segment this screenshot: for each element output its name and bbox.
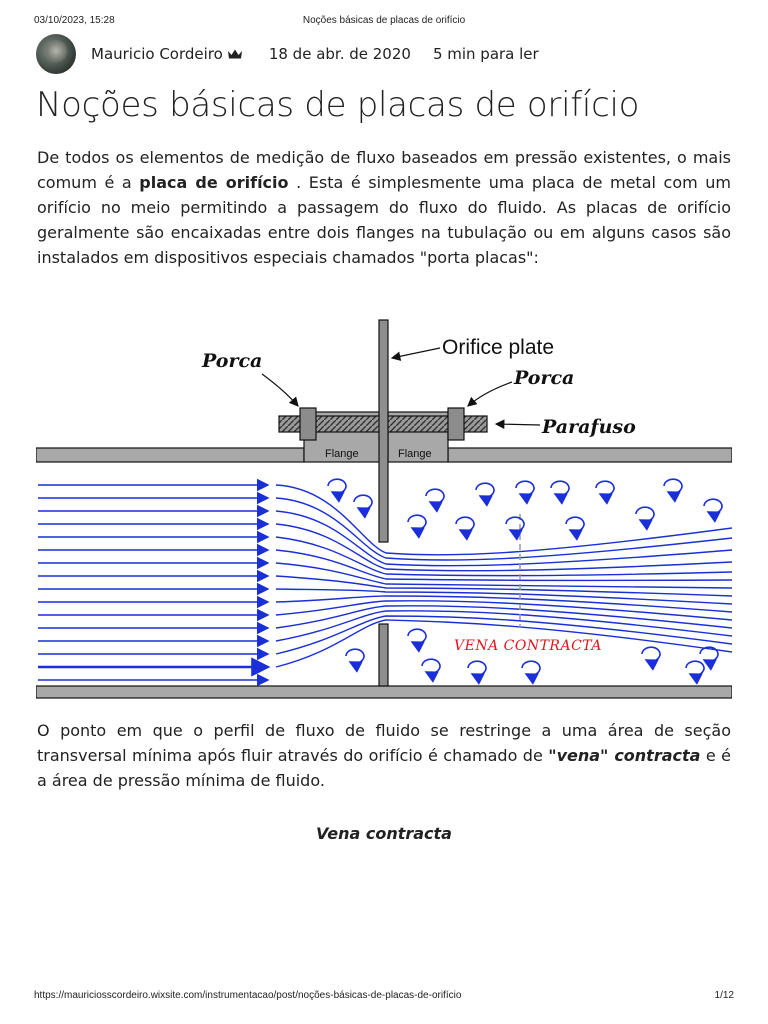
read-time: 5 min para ler — [432, 45, 539, 63]
flange-right-label: Flange — [398, 448, 432, 460]
intro-paragraph: De todos os elementos de medição de flux… — [37, 148, 732, 267]
page-title: Noções básicas de placas de orifício — [36, 85, 640, 125]
label-orifice-plate: Orifice plate — [442, 336, 554, 359]
label-porca-left: Porca — [201, 350, 262, 372]
label-vena-contracta: VENA CONTRACTA — [454, 638, 602, 654]
print-datetime: 03/10/2023, 15:28 — [34, 15, 115, 26]
post-date: 18 de abr. de 2020 — [268, 45, 411, 63]
bold-term: placa de orifício — [139, 173, 289, 192]
orifice-plate-lower — [378, 623, 389, 687]
flange-left-label: Flange — [325, 448, 359, 460]
vena-paragraph: O ponto em que o perfil de fluxo de flui… — [37, 721, 732, 790]
label-parafuso: Parafuso — [541, 416, 636, 438]
nut-right — [447, 407, 465, 441]
orifice-plate-diagram: Flange Flange Porca Orifice plate Porca … — [36, 319, 732, 699]
avatar[interactable] — [36, 34, 76, 74]
bold-italic-term: "vena" contracta — [548, 746, 701, 765]
eddies — [327, 478, 723, 685]
pipe-top-wall — [36, 447, 305, 463]
label-porca-right: Porca — [513, 367, 574, 389]
print-header: 03/10/2023, 15:28 Noções básicas de plac… — [34, 15, 734, 29]
print-url: https://mauriciosscordeiro.wixsite.com/i… — [34, 990, 462, 1001]
author-row: Mauricio Cordeiro 18 de abr. de 2020 5 m… — [36, 34, 732, 74]
page-number: 1/12 — [714, 990, 734, 1001]
crown-icon — [227, 49, 242, 59]
pipe-bottom-wall — [36, 685, 732, 699]
inflow-arrows — [38, 478, 271, 687]
print-footer: https://mauriciosscordeiro.wixsite.com/i… — [34, 990, 734, 1004]
section-caption: Vena contracta — [316, 824, 452, 843]
nut-left — [299, 407, 317, 441]
print-title: Noções básicas de placas de orifício — [302, 15, 466, 26]
orifice-plate-upper — [378, 319, 389, 543]
streamlines — [275, 484, 732, 668]
author-name[interactable]: Mauricio Cordeiro — [91, 45, 223, 63]
